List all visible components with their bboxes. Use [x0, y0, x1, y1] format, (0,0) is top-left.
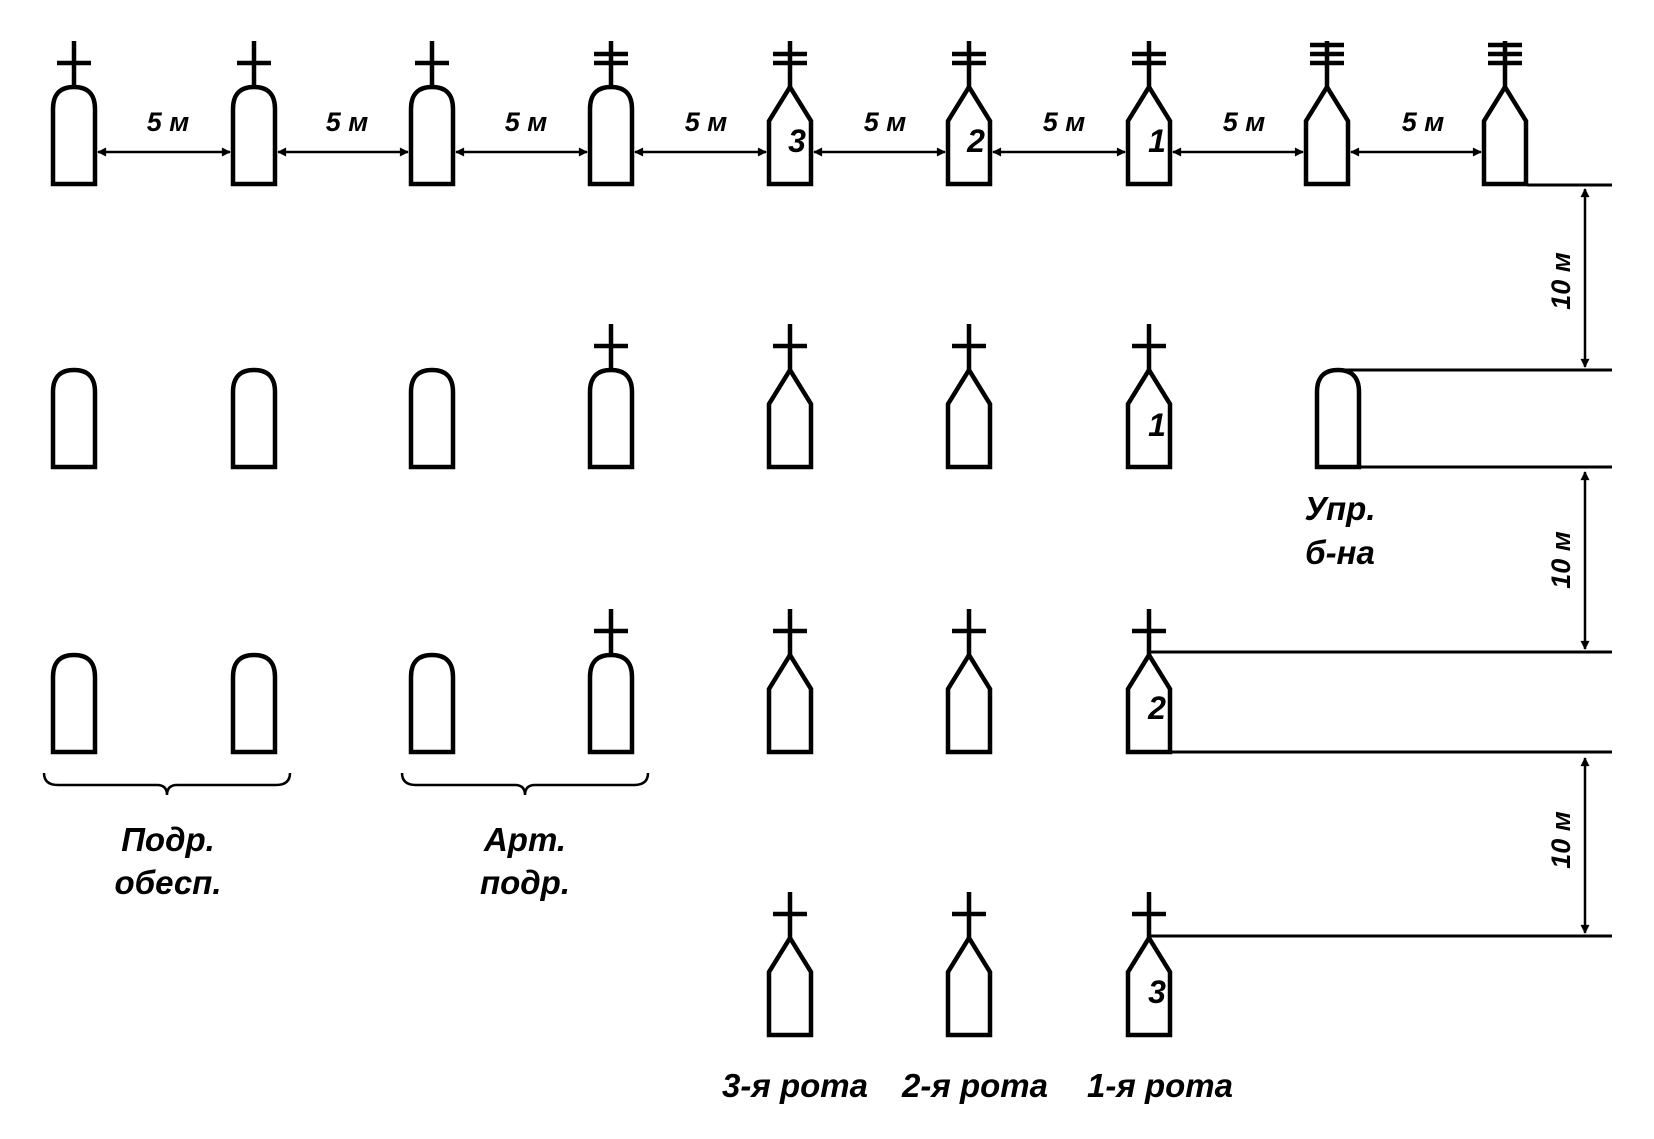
vehicle-icon [945, 41, 993, 187]
vehicle-symbols [50, 41, 1529, 1038]
spacing-label-vertical: 10 м [1546, 531, 1576, 589]
spacing-label-vertical: 10 м [1546, 811, 1576, 869]
antenna-icon [1132, 609, 1166, 655]
antenna-icon [1132, 41, 1166, 87]
artillery-label-line1: Арт. [483, 821, 566, 858]
spacing-label: 5 м [685, 107, 728, 137]
vehicle-icon [230, 41, 278, 187]
hq-label-line2: б-на [1305, 534, 1375, 571]
company-2-label: 2-я рота [901, 1067, 1048, 1104]
vehicle-number: 2 [966, 123, 985, 159]
antenna-icon [594, 324, 628, 370]
vehicle-number: 3 [788, 123, 806, 159]
spacing-label: 5 м [147, 107, 190, 137]
antenna-icon [773, 324, 807, 370]
vehicle-icon [1125, 609, 1173, 755]
hq-label-line1: Упр. [1304, 490, 1375, 527]
spacing-label: 5 м [505, 107, 548, 137]
antenna-icon [1132, 324, 1166, 370]
antenna-icon [952, 609, 986, 655]
antenna-icon [952, 41, 986, 87]
antenna-icon [57, 41, 91, 87]
spacing-label: 5 м [864, 107, 907, 137]
antenna-icon [415, 41, 449, 87]
vehicle-icon [1125, 892, 1173, 1038]
vehicle-icon [230, 652, 278, 755]
antenna-icon [1310, 41, 1344, 87]
antenna-icon [773, 609, 807, 655]
vehicle-icon [408, 652, 456, 755]
antenna-icon [237, 41, 271, 87]
group-brace [400, 772, 650, 796]
spacing-label: 5 м [1043, 107, 1086, 137]
vehicle-icon [587, 324, 635, 470]
vehicle-icon [766, 41, 814, 187]
vehicle-icon [945, 892, 993, 1038]
vehicle-icon [587, 41, 635, 187]
vehicle-icon [50, 652, 98, 755]
vehicle-number: 1 [1148, 123, 1166, 159]
vehicle-icon [945, 324, 993, 470]
vehicle-icon [1481, 41, 1529, 187]
antenna-icon [1488, 41, 1522, 87]
vehicle-icon [1303, 41, 1351, 187]
vehicle-icon [1125, 41, 1173, 187]
vehicle-icon [50, 367, 98, 470]
vehicle-icon [1314, 367, 1362, 470]
support-label-line2: обесп. [114, 864, 221, 901]
spacing-label: 5 м [1402, 107, 1445, 137]
spacing-label: 5 м [1223, 107, 1266, 137]
vehicle-icon [408, 367, 456, 470]
antenna-icon [594, 41, 628, 87]
vehicle-icon [50, 41, 98, 187]
vehicle-icon [587, 609, 635, 755]
vehicle-number: 1 [1148, 407, 1166, 443]
vehicle-number: 2 [1147, 690, 1166, 726]
vehicle-icon [766, 324, 814, 470]
vehicle-icon [945, 609, 993, 755]
vehicle-number: 3 [1148, 974, 1166, 1010]
vehicle-icon [408, 41, 456, 187]
antenna-icon [594, 609, 628, 655]
company-1-label: 1-я рота [1087, 1067, 1233, 1104]
spacing-dimensions [97, 147, 1590, 934]
vehicle-icon [230, 367, 278, 470]
antenna-icon [773, 41, 807, 87]
group-braces [42, 772, 650, 796]
spacing-label-vertical: 10 м [1546, 252, 1576, 310]
vehicle-icon [766, 892, 814, 1038]
group-brace [42, 772, 292, 796]
vehicle-icon [1125, 324, 1173, 470]
antenna-icon [1132, 892, 1166, 938]
antenna-icon [952, 324, 986, 370]
vehicle-icon [766, 609, 814, 755]
spacing-label: 5 м [326, 107, 369, 137]
antenna-icon [773, 892, 807, 938]
artillery-label-line2: подр. [480, 864, 570, 901]
company-3-label: 3-я рота [722, 1067, 868, 1104]
company-row-lines [1149, 183, 1612, 938]
antenna-icon [952, 892, 986, 938]
support-label-line1: Подр. [121, 821, 215, 858]
